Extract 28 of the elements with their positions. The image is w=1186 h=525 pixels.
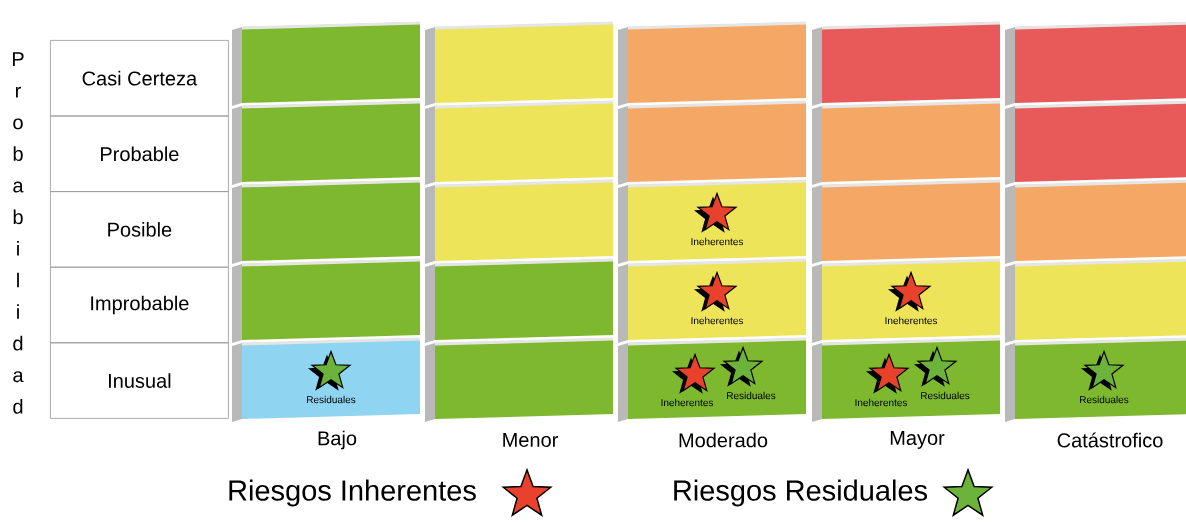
legend-label: Riesgos Residuales <box>674 479 928 507</box>
risk-cell <box>425 258 614 343</box>
risk-cell <box>812 21 1001 106</box>
row-header-cell: Probable <box>50 115 229 192</box>
column-label: Moderado <box>679 432 768 448</box>
risk-cell <box>1005 100 1186 185</box>
risk-cell <box>232 258 421 343</box>
risk-cell <box>425 337 614 422</box>
risk-cell <box>618 100 807 185</box>
risk-cell <box>1005 179 1186 264</box>
risk-cell <box>232 21 421 106</box>
risk-cell <box>425 21 614 106</box>
row-header-cell: Inusual <box>50 342 229 419</box>
risk-cell <box>812 100 1001 185</box>
risk-cell <box>1005 21 1186 106</box>
risk-cell <box>1005 258 1186 343</box>
risk-cell <box>232 179 421 264</box>
risk-cell <box>232 100 421 185</box>
risk-cell <box>425 100 614 185</box>
column-label: Catástrofico <box>1057 432 1163 448</box>
row-header-cell: Posible <box>50 191 229 268</box>
legend-label: Riesgos Inherentes <box>229 479 476 507</box>
axis-title: Probabilidad <box>13 52 24 414</box>
risk-cell <box>425 179 614 264</box>
row-header-cell: Improbable <box>50 266 229 344</box>
risk-cell <box>618 21 807 106</box>
row-header-cell: Casi Certeza <box>50 40 229 117</box>
risk-cell <box>812 179 1001 264</box>
